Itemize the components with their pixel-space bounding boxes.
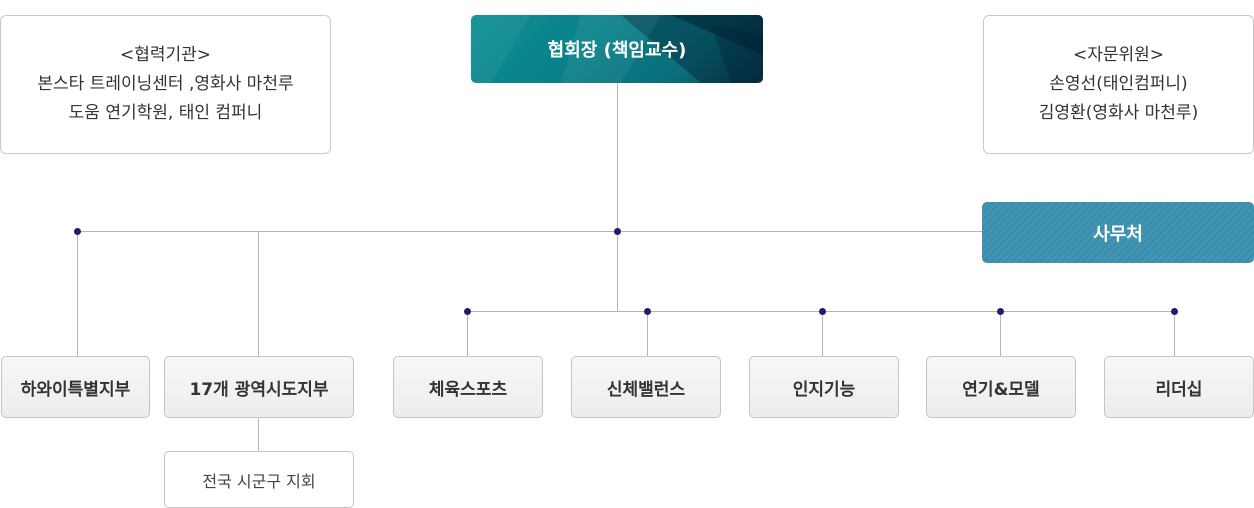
connector-dot-dept4	[997, 308, 1004, 315]
cooperation-title: <협력기관>	[119, 45, 212, 65]
president-box: 협회장 (책임교수)	[471, 15, 763, 83]
main-horizontal-line	[77, 231, 982, 232]
cooperation-line-2: 도움 연기학원, 태인 컴퍼니	[68, 103, 263, 123]
hawaii-branch-box: 하와이특별지부	[1, 356, 150, 418]
local-vertical-line	[258, 418, 259, 451]
advisory-title: <자문위원>	[1072, 45, 1165, 65]
dept-box-acting-model: 연기&모델	[926, 356, 1076, 418]
dept2-vertical-line	[647, 311, 648, 356]
dept-box-cognitive: 인지기능	[749, 356, 899, 418]
dept5-vertical-line	[1174, 311, 1175, 356]
secretariat-label: 사무처	[1093, 223, 1143, 245]
dept-label-balance: 신체밸런스	[606, 379, 686, 400]
provincial-branch-label: 17개 광역시도지부	[189, 379, 329, 400]
president-vertical-line	[617, 83, 618, 311]
president-background-pattern	[471, 15, 763, 83]
dept-label-acting-model: 연기&모델	[962, 379, 1040, 400]
dept-label-cognitive: 인지기능	[792, 379, 856, 400]
cooperation-box: <협력기관> 본스타 트레이닝센터 ,영화사 마천루 도움 연기학원, 태인 컴…	[0, 15, 331, 154]
dept-label-leadership: 리더십	[1155, 379, 1203, 400]
advisory-line-1: 손영선(태인컴퍼니)	[1049, 74, 1188, 94]
dept-box-leadership: 리더십	[1104, 356, 1254, 418]
president-label: 협회장 (책임교수)	[547, 40, 687, 61]
cooperation-line-1: 본스타 트레이닝센터 ,영화사 마천루	[37, 74, 294, 94]
local-chapter-label: 전국 시군구 지회	[202, 471, 316, 491]
dept1-vertical-line	[467, 311, 468, 356]
advisory-box: <자문위원> 손영선(태인컴퍼니) 김영환(영화사 마천루)	[983, 15, 1254, 154]
connector-dot-dept3	[819, 308, 826, 315]
secretariat-box: 사무처	[982, 202, 1254, 263]
connector-dot-dept5	[1171, 308, 1178, 315]
hawaii-branch-label: 하와이특별지부	[20, 379, 131, 400]
dept-box-balance: 신체밸런스	[571, 356, 721, 418]
dept-box-sports: 체육스포츠	[393, 356, 543, 418]
dept3-vertical-line	[822, 311, 823, 356]
connector-dot-dept2	[644, 308, 651, 315]
advisory-line-2: 김영환(영화사 마천루)	[1038, 103, 1199, 123]
connector-dot-dept1	[464, 308, 471, 315]
local-chapter-box: 전국 시군구 지회	[164, 451, 354, 508]
dept4-vertical-line	[1000, 311, 1001, 356]
connector-dot-center	[614, 228, 621, 235]
provincial-branch-box: 17개 광역시도지부	[164, 356, 354, 418]
connector-dot-hawaii	[74, 228, 81, 235]
provincial-vertical-line	[258, 231, 259, 356]
dept-label-sports: 체육스포츠	[428, 379, 508, 400]
hawaii-vertical-line	[77, 231, 78, 356]
